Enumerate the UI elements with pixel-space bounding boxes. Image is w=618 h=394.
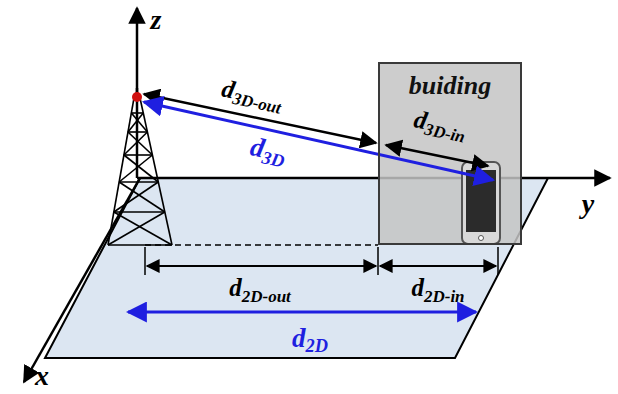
distance-label: d3D: [247, 133, 289, 171]
axis-label: x: [35, 362, 49, 390]
antenna-dot: [132, 92, 142, 102]
dim-tick: [497, 247, 499, 275]
building-fill: [378, 62, 522, 245]
projection-line: [145, 244, 378, 246]
dim-tick: [377, 247, 379, 275]
d3d-line: [144, 102, 493, 180]
phone-button: [479, 236, 484, 241]
d2d-in-line: [380, 265, 496, 267]
tower: [108, 88, 172, 245]
building-label: buiding: [380, 64, 520, 101]
y-axis: [137, 177, 610, 180]
building-box: buiding: [378, 62, 522, 245]
d2d-out-line: [147, 265, 376, 267]
d3d-in-line: [386, 145, 488, 166]
distance-label: d2D: [292, 325, 328, 356]
distance-label: d2D-in: [411, 275, 464, 304]
d2d-line: [128, 311, 476, 314]
x-axis: [24, 178, 140, 382]
axis-label: y: [582, 190, 594, 218]
dim-tick: [144, 247, 146, 275]
axis-label: z: [151, 6, 162, 34]
distance-label: d2D-out: [229, 275, 291, 304]
distance-label: d3D-out: [219, 75, 285, 116]
